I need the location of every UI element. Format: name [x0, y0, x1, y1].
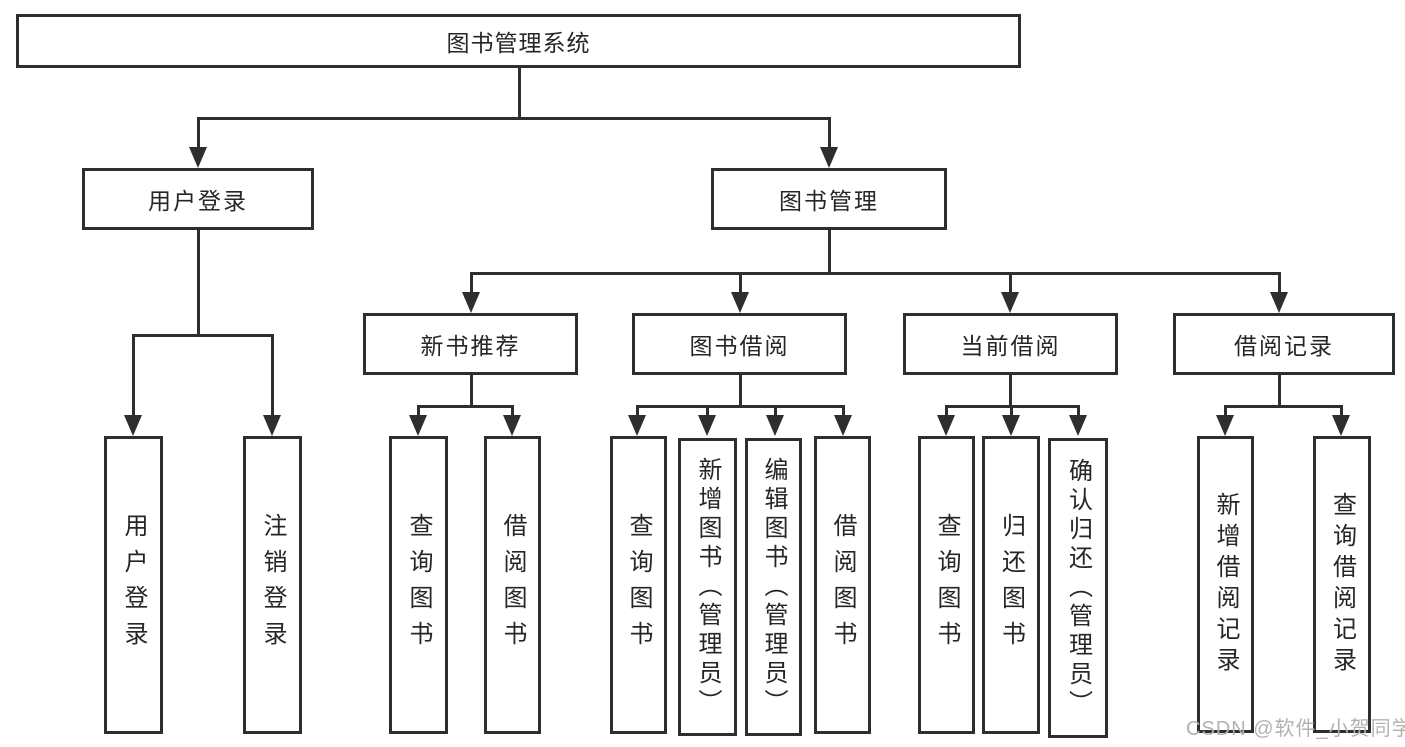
arrow-down-icon	[698, 415, 716, 436]
arrow-down-icon	[124, 415, 142, 436]
arrow-down-icon	[628, 415, 646, 436]
node-borrow-records: 借阅记录	[1173, 313, 1395, 375]
connector-line	[1278, 272, 1281, 296]
node-library-system: 图书管理系统	[16, 14, 1021, 68]
connector-line	[417, 405, 420, 418]
node-book-management: 图书管理	[711, 168, 947, 230]
connector-line	[828, 230, 831, 275]
connector-line	[1010, 405, 1013, 418]
leaf-confirm-return-admin: 确认归还（管理员）	[1048, 438, 1108, 738]
connector-line	[271, 334, 274, 418]
arrow-down-icon	[820, 147, 838, 168]
arrow-down-icon	[409, 415, 427, 436]
connector-line	[197, 117, 200, 150]
connector-line	[470, 375, 473, 408]
arrow-down-icon	[1270, 292, 1288, 313]
leaf-query-books-current: 查询图书	[918, 436, 975, 734]
connector-line	[1224, 405, 1342, 408]
connector-line	[706, 405, 709, 418]
arrow-down-icon	[766, 415, 784, 436]
arrow-down-icon	[1002, 415, 1020, 436]
leaf-user-login: 用户登录	[104, 436, 163, 734]
connector-line	[511, 405, 514, 418]
arrow-down-icon	[1216, 415, 1234, 436]
node-user-login: 用户登录	[82, 168, 314, 230]
arrow-down-icon	[263, 415, 281, 436]
connector-line	[945, 405, 948, 418]
arrow-down-icon	[1332, 415, 1350, 436]
connector-line	[1340, 405, 1343, 418]
connector-line	[132, 334, 135, 418]
node-new-book-recommend: 新书推荐	[363, 313, 578, 375]
node-current-borrow: 当前借阅	[903, 313, 1118, 375]
connector-line	[739, 272, 742, 296]
connector-line	[470, 272, 1280, 275]
leaf-query-borrow-record: 查询借阅记录	[1313, 436, 1371, 733]
connector-line	[842, 405, 845, 418]
leaf-borrow-books-borrow: 借阅图书	[814, 436, 871, 734]
arrow-down-icon	[1069, 415, 1087, 436]
arrow-down-icon	[834, 415, 852, 436]
connector-line	[739, 375, 742, 408]
connector-line	[1009, 375, 1012, 408]
connector-line	[1278, 375, 1281, 408]
leaf-add-borrow-record: 新增借阅记录	[1197, 436, 1254, 733]
arrow-down-icon	[937, 415, 955, 436]
node-book-borrow: 图书借阅	[632, 313, 847, 375]
connector-line	[417, 405, 513, 408]
arrow-down-icon	[503, 415, 521, 436]
leaf-add-books-admin: 新增图书（管理员）	[678, 438, 737, 736]
arrow-down-icon	[189, 147, 207, 168]
watermark: CSDN @软件_小贺同学	[1186, 718, 1405, 740]
connector-line	[132, 334, 273, 337]
connector-line	[1077, 405, 1080, 418]
leaf-edit-books-admin: 编辑图书（管理员）	[745, 438, 802, 736]
connector-line	[774, 405, 777, 418]
connector-line	[1009, 272, 1012, 296]
leaf-return-books: 归还图书	[982, 436, 1040, 734]
arrow-down-icon	[1001, 292, 1019, 313]
leaf-logout: 注销登录	[243, 436, 302, 734]
connector-line	[518, 68, 521, 120]
connector-line	[636, 405, 844, 408]
connector-line	[636, 405, 639, 418]
connector-line	[1224, 405, 1227, 418]
connector-line	[197, 117, 830, 120]
arrow-down-icon	[462, 292, 480, 313]
leaf-query-books-recommend: 查询图书	[389, 436, 448, 734]
connector-line	[470, 272, 473, 296]
connector-line	[197, 230, 200, 337]
leaf-borrow-books-recommend: 借阅图书	[484, 436, 541, 734]
connector-line	[828, 117, 831, 150]
leaf-query-books-borrow: 查询图书	[610, 436, 667, 734]
arrow-down-icon	[731, 292, 749, 313]
